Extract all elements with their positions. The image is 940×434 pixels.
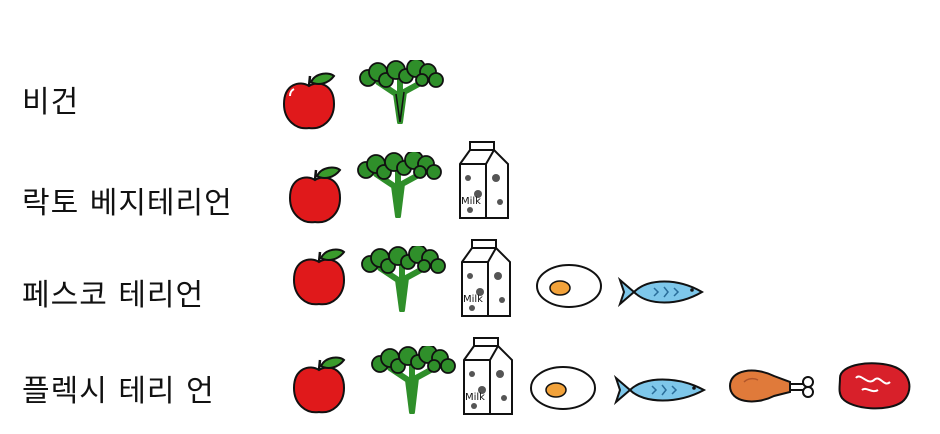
milk-label: Milk [461,196,481,207]
milk-label: Milk [463,294,483,305]
broccoli-icon [356,60,448,124]
row-label: 락토 베지테리언 [22,178,233,222]
row-pesco-vegetarian: 페스코 테리언 Milk [0,236,940,326]
fish-icon [616,274,712,310]
row-label: 비건 [22,77,79,121]
steak-icon [832,358,916,412]
milk-carton-icon: Milk [460,334,518,418]
row-label: 페스코 테리언 [22,270,204,314]
row-vegan: 비건 [0,55,940,145]
apple-icon [288,354,350,416]
broccoli-icon [354,152,446,218]
apple-icon [284,164,346,226]
fish-icon [612,372,712,408]
milk-carton-icon: Milk [458,236,516,320]
broccoli-icon [368,346,460,414]
apple-icon [278,70,340,132]
egg-icon [534,262,604,310]
apple-icon [288,246,350,308]
egg-icon [528,364,598,412]
broccoli-icon [358,246,450,312]
row-label: 플렉시 테리 언 [22,366,215,410]
row-flexitarian: 플렉시 테리 언 Milk [0,330,940,420]
row-lacto-vegetarian: 락토 베지테리언 Milk [0,138,940,228]
milk-label: Milk [465,392,485,403]
chicken-leg-icon [724,362,820,408]
milk-carton-icon: Milk [456,138,514,222]
